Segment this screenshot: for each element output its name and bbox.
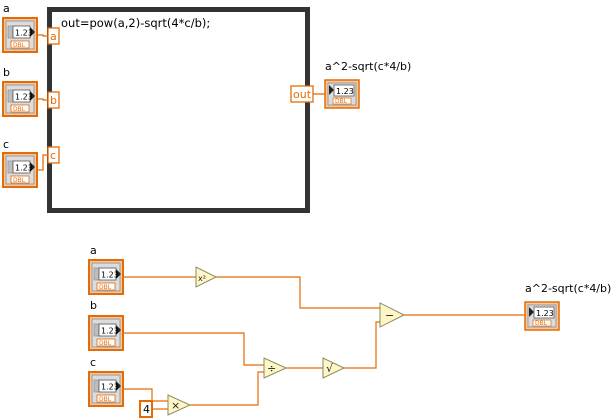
control-c-type-2: DBL bbox=[99, 396, 112, 403]
square-node[interactable]: x² bbox=[195, 266, 218, 288]
control-c-label: c bbox=[3, 138, 9, 151]
indicator-top-terminal[interactable]: 1.23 DBL bbox=[324, 79, 360, 109]
indicator-bottom-label: a^2-sqrt(c*4/b) bbox=[525, 282, 611, 295]
formula-input-c[interactable]: c bbox=[47, 146, 60, 164]
control-b-value: 1.23 bbox=[15, 93, 33, 102]
indicator-bottom-terminal[interactable]: 1.23 DBL bbox=[524, 301, 560, 331]
indicator-bottom-value: 1.23 bbox=[536, 309, 554, 318]
sqrt-node[interactable]: √ bbox=[322, 357, 346, 379]
control-b-type: DBL bbox=[13, 106, 26, 113]
formula-node-frame[interactable] bbox=[47, 7, 310, 213]
control-a-type-2: DBL bbox=[99, 284, 112, 291]
control-a-value: 1.23 bbox=[15, 29, 33, 38]
control-a-value-2: 1.23 bbox=[101, 271, 119, 280]
svg-text:b: b bbox=[50, 94, 57, 107]
indicator-top-label: a^2-sqrt(c*4/b) bbox=[325, 60, 411, 73]
control-b-label-2: b bbox=[90, 299, 97, 312]
multiply-node[interactable]: × bbox=[167, 394, 192, 416]
graph-wires bbox=[124, 276, 525, 410]
control-c-type: DBL bbox=[13, 177, 26, 184]
control-a-type: DBL bbox=[13, 42, 26, 49]
constant-four-value: 4 bbox=[143, 403, 150, 416]
control-b-terminal-2[interactable]: 1.23 DBL bbox=[88, 315, 124, 351]
formula-output-out[interactable]: out bbox=[290, 85, 314, 103]
indicator-bottom-type: DBL bbox=[535, 320, 548, 327]
svg-text:out: out bbox=[293, 88, 312, 101]
control-b-type-2: DBL bbox=[99, 340, 112, 347]
sqrt-symbol: √ bbox=[326, 362, 334, 375]
control-b-terminal[interactable]: 1.23 DBL bbox=[2, 81, 38, 117]
svg-text:c: c bbox=[50, 149, 56, 162]
multiply-symbol: × bbox=[171, 399, 180, 412]
constant-four[interactable]: 4 bbox=[139, 400, 153, 418]
control-c-terminal-2[interactable]: 1.23 DBL bbox=[88, 371, 124, 407]
subtract-symbol: − bbox=[385, 309, 394, 322]
control-c-terminal[interactable]: 1.23 DBL bbox=[2, 152, 38, 188]
indicator-top-value: 1.23 bbox=[336, 87, 354, 96]
control-b-label: b bbox=[3, 66, 10, 79]
formula-expression[interactable]: out=pow(a,2)-sqrt(4*c/b); bbox=[61, 16, 210, 30]
square-symbol: x² bbox=[198, 274, 206, 283]
formula-input-a[interactable]: a bbox=[47, 27, 60, 45]
control-a-label-2: a bbox=[90, 244, 97, 257]
control-c-label-2: c bbox=[90, 356, 96, 369]
control-c-value: 1.23 bbox=[15, 164, 33, 173]
divide-node[interactable]: ÷ bbox=[263, 357, 288, 379]
control-a-terminal[interactable]: 1.23 DBL bbox=[2, 17, 38, 53]
indicator-top-type: DBL bbox=[335, 98, 348, 105]
formula-input-b[interactable]: b bbox=[47, 91, 60, 109]
divide-symbol: ÷ bbox=[267, 362, 276, 375]
control-c-value-2: 1.23 bbox=[101, 383, 119, 392]
formula-input-wires bbox=[38, 34, 48, 171]
control-a-terminal-2[interactable]: 1.23 DBL bbox=[88, 259, 124, 295]
control-a-label: a bbox=[3, 2, 10, 15]
control-b-value-2: 1.23 bbox=[101, 327, 119, 336]
subtract-node[interactable]: − bbox=[379, 302, 406, 328]
svg-text:a: a bbox=[50, 30, 57, 43]
